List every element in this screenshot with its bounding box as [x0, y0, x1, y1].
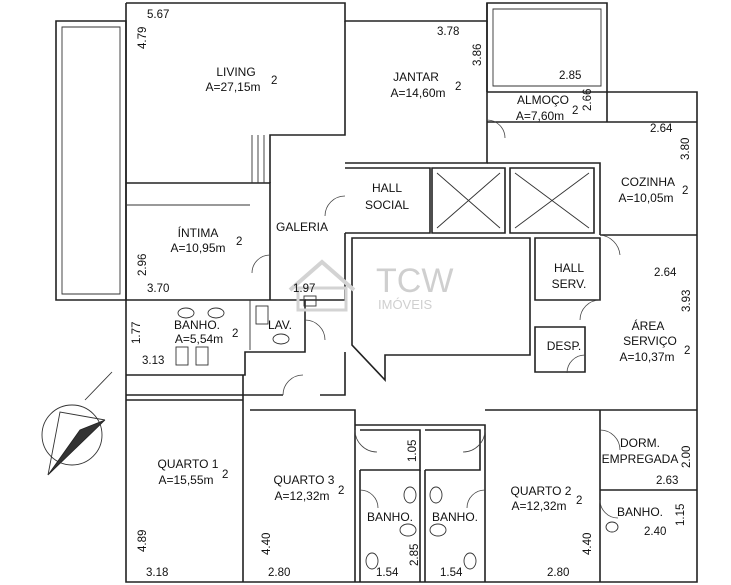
- hall-serv-label-1: HALL: [554, 261, 584, 275]
- dim-serv-h: 3.93: [681, 290, 693, 312]
- hall-social-label-1: HALL: [372, 181, 402, 195]
- quarto1-area: A=15,55m: [158, 473, 213, 487]
- dim-banho-a-w: 1.54: [376, 567, 399, 579]
- dim-banho-a-h: 2.85: [409, 544, 421, 566]
- quarto3-label: QUARTO 3: [274, 473, 335, 487]
- cozinha-area: A=10,05m: [618, 191, 673, 205]
- intima-area: A=10,95m: [170, 241, 225, 255]
- dim-cozinha-w: 2.64: [650, 123, 673, 135]
- jantar-area: A=14,60m: [390, 86, 445, 100]
- hall-social-label-2: SOCIAL: [365, 198, 409, 212]
- room-labels: LIVING A=27,15m 2 JANTAR A=14,60m 2 ALMO…: [158, 65, 691, 524]
- dim-galeria-w: 1.97: [293, 283, 315, 295]
- area-servico-area-sup: 2: [684, 345, 690, 357]
- watermark-logo: TCW IMÓVEIS: [288, 259, 453, 312]
- dim-serv-w: 2.64: [654, 267, 677, 279]
- living-area: A=27,15m: [205, 80, 260, 94]
- hall-serv-label-2: SERV.: [552, 277, 587, 291]
- dim-intima-h: 2.96: [137, 254, 149, 276]
- dim-q3-h: 4.40: [261, 533, 273, 555]
- almoco-label: ALMOÇO: [517, 93, 569, 107]
- banho-social-area: A=5,54m: [175, 332, 223, 346]
- dim-cozinha-h: 3.80: [680, 138, 692, 160]
- dim-q3-w: 2.80: [268, 567, 290, 579]
- desp-label: DESP.: [547, 339, 581, 353]
- dim-living-w: 5.67: [147, 9, 169, 21]
- quarto3-area-sup: 2: [338, 485, 344, 497]
- cozinha-label: COZINHA: [621, 175, 675, 189]
- dim-banho-emp-w: 2.40: [644, 526, 666, 538]
- banho-b-label: BANHO.: [432, 510, 478, 524]
- lav-label: LAV.: [268, 318, 292, 332]
- almoco-area-sup: 2: [572, 105, 578, 117]
- dim-almoco-w: 2.85: [559, 70, 581, 82]
- dorm-empregada-label-2: EMPREGADA: [602, 452, 679, 466]
- doors-fixtures: [175, 119, 621, 570]
- watermark-sub: IMÓVEIS: [378, 297, 433, 312]
- area-servico-area: A=10,37m: [619, 350, 674, 364]
- almoco-area: A=7,60m: [516, 109, 564, 123]
- intima-area-sup: 2: [236, 236, 242, 248]
- watermark-brand: TCW: [376, 262, 453, 300]
- dim-almoco-h: 2.66: [582, 89, 594, 111]
- galeria-label: GALERIA: [276, 220, 328, 234]
- dorm-empregada-label-1: DORM.: [620, 436, 660, 450]
- quarto3-area: A=12,32m: [274, 489, 329, 503]
- dim-banho-emp-h: 1.15: [675, 504, 687, 526]
- dim-q2-w: 2.80: [547, 567, 569, 579]
- dim-hall-q-h: 1.05: [407, 440, 419, 462]
- banho-social-area-sup: 2: [232, 328, 238, 340]
- dim-banho-b-w: 1.54: [440, 567, 463, 579]
- jantar-area-sup: 2: [455, 81, 461, 93]
- quarto2-label: QUARTO 2: [511, 484, 572, 498]
- living-area-sup: 2: [271, 75, 277, 87]
- cozinha-area-sup: 2: [682, 185, 688, 197]
- area-servico-label-1: ÁREA: [632, 318, 665, 333]
- banho-emp-label: BANHO.: [617, 505, 663, 519]
- dim-jantar-w: 3.78: [437, 26, 459, 38]
- dim-intima-w: 3.70: [147, 283, 169, 295]
- dim-jantar-h: 3.86: [472, 44, 484, 66]
- intima-label: ÍNTIMA: [178, 225, 219, 240]
- dim-q1-w: 3.18: [146, 567, 168, 579]
- dim-living-h: 4.79: [137, 27, 149, 49]
- dim-q1-h: 4.89: [137, 530, 149, 552]
- quarto2-area-sup: 2: [576, 495, 582, 507]
- walls: [55, 2, 698, 583]
- quarto1-label: QUARTO 1: [158, 457, 219, 471]
- dim-dorm-w: 2.63: [656, 475, 678, 487]
- quarto2-area: A=12,32m: [511, 499, 566, 513]
- area-servico-label-2: SERVIÇO: [623, 334, 677, 348]
- dim-q2-h: 4.40: [582, 533, 594, 555]
- living-label: LIVING: [216, 65, 255, 79]
- banho-a-label: BANHO.: [367, 510, 413, 524]
- dim-banho-w: 3.13: [142, 355, 164, 367]
- quarto1-area-sup: 2: [222, 469, 228, 481]
- north-arrow-icon: [41, 371, 113, 476]
- dim-banho-h: 1.77: [131, 322, 143, 344]
- jantar-label: JANTAR: [393, 70, 439, 84]
- banho-social-label: BANHO.: [174, 318, 220, 332]
- dim-dorm-h: 2.00: [681, 446, 693, 468]
- dimension-labels: 5.67 4.79 3.78 3.86 2.85 2.66 2.64 3.80 …: [131, 9, 693, 579]
